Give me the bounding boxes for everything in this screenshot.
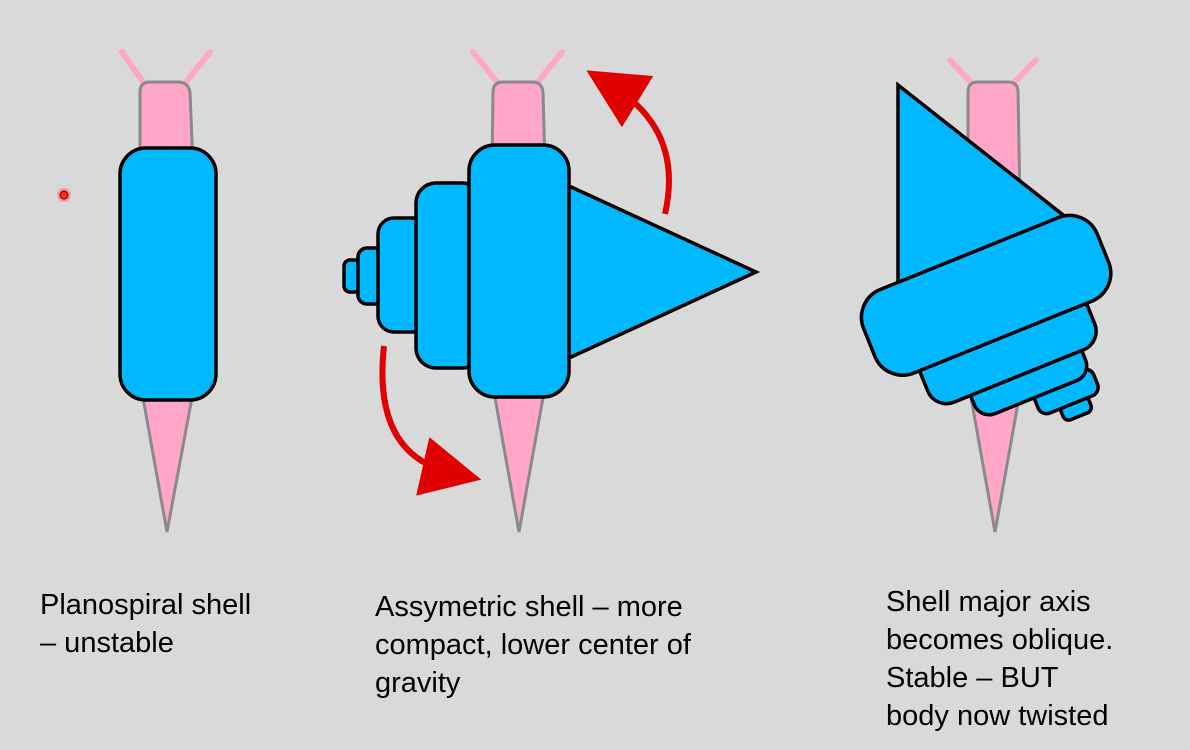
body-foot — [492, 390, 546, 533]
caption-line: becomes oblique. — [886, 624, 1114, 656]
snail-body — [119, 49, 213, 533]
shell-spire-cone — [554, 177, 761, 367]
shell-body-whorl — [859, 213, 1113, 377]
panel-oblique — [859, 57, 1113, 533]
body-foot — [140, 390, 195, 533]
panel-planospiral — [118, 49, 218, 533]
caption-line: Stable – BUT — [886, 662, 1059, 694]
shell-body-whorl — [467, 143, 571, 399]
caption-line: Shell major axis — [886, 586, 1091, 618]
oblique-shell — [859, 81, 1113, 422]
caption-line: Assymetric shell – more — [375, 591, 683, 623]
planospiral-shell — [118, 146, 218, 402]
caption-planospiral: Planospiral shell – unstable — [40, 586, 251, 662]
asymmetric-shell — [342, 143, 761, 399]
caption-line: body now twisted — [886, 700, 1109, 732]
panel-asymmetric — [342, 49, 761, 533]
caption-line: Planospiral shell — [40, 589, 252, 621]
caption-oblique: Shell major axis becomes oblique. Stable… — [886, 583, 1113, 735]
rotation-arrow-icon — [379, 345, 482, 496]
caption-asymmetric: Assymetric shell – more compact, lower c… — [375, 588, 691, 702]
caption-line: – unstable — [40, 627, 174, 659]
caption-line: gravity — [375, 667, 461, 699]
rotation-arrow-icon — [586, 70, 672, 215]
body-head — [138, 80, 195, 167]
caption-line: compact, lower center of — [375, 629, 691, 661]
laser-pointer-dot — [57, 188, 71, 202]
